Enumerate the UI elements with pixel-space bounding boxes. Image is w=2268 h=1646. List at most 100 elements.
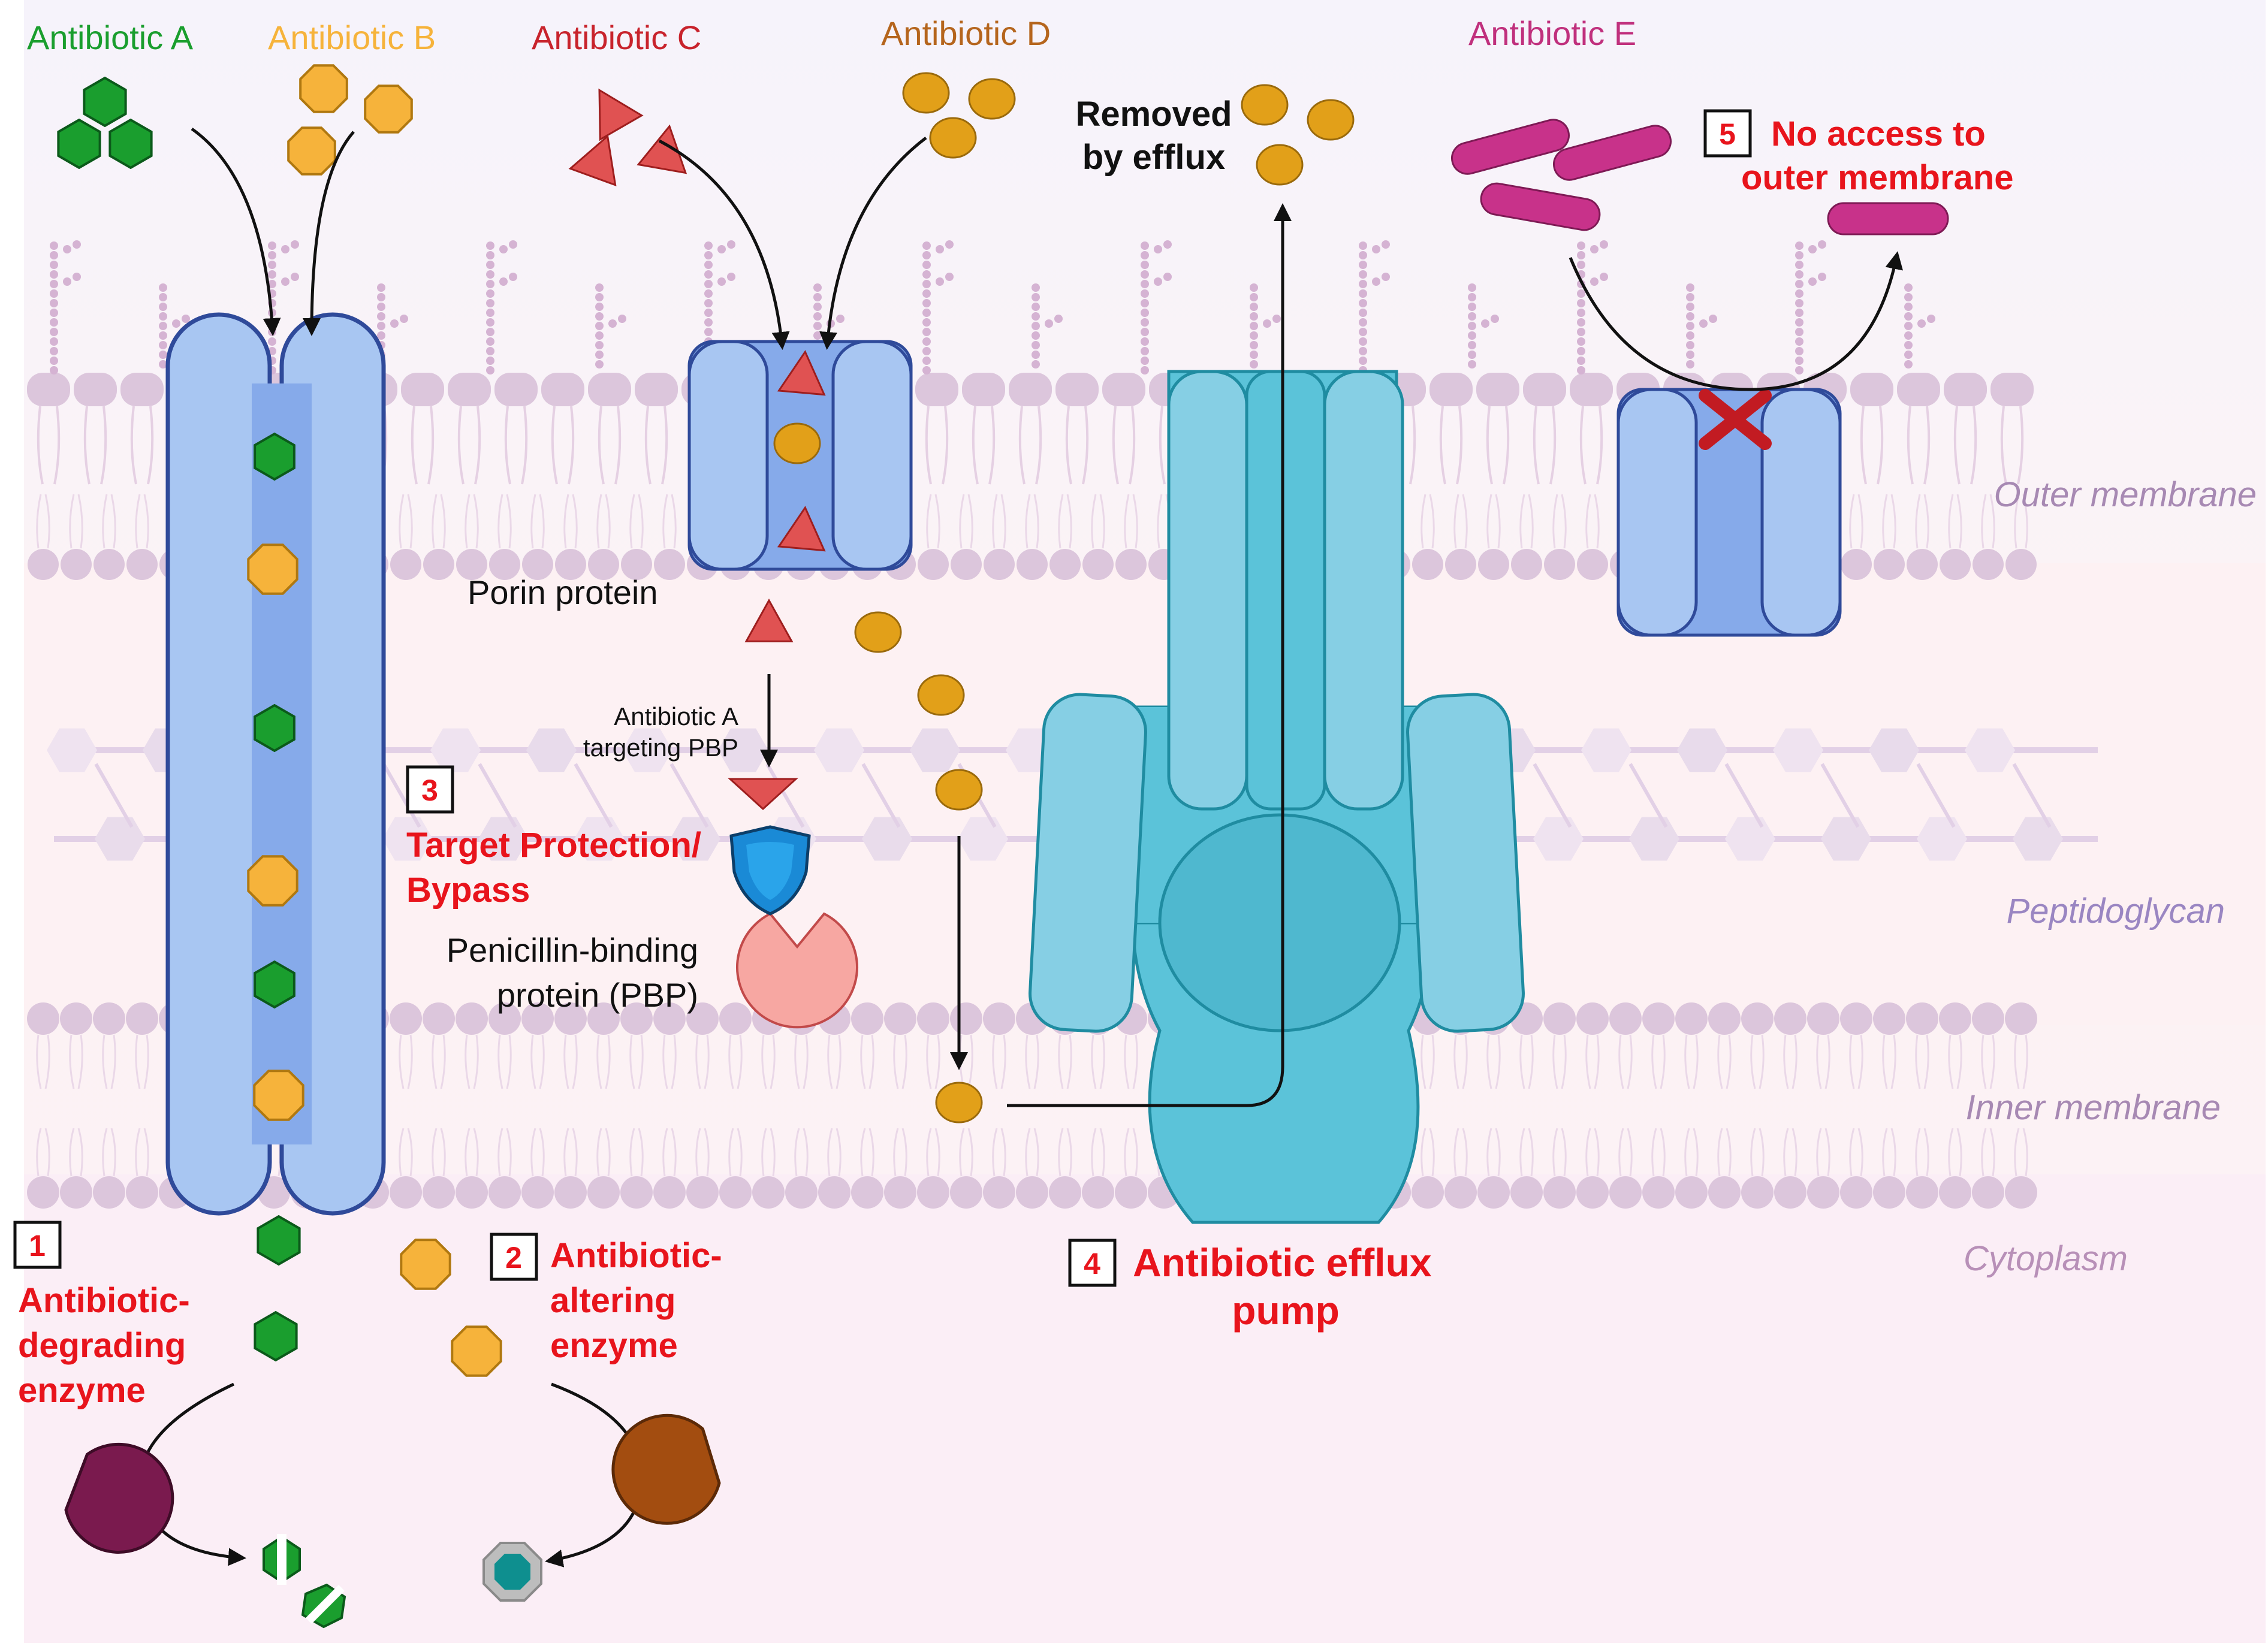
lps-bead: [1795, 347, 1803, 355]
lipid-tail: [1486, 1128, 1501, 1177]
lipid-tail: [36, 1128, 50, 1177]
peptide-crosslink: [94, 763, 134, 828]
lps-bead: [1141, 328, 1149, 336]
lps-bead: [159, 293, 167, 301]
mechanism-2-line3: enzyme: [550, 1326, 678, 1365]
pbp-label-line1: Penicillin-binding: [447, 931, 698, 969]
lipid-head: [1873, 1176, 1905, 1209]
lps-bead: [50, 241, 58, 250]
lipid-head: [2005, 1176, 2037, 1209]
antibiotic-e-molecule: [1480, 182, 1601, 231]
lps-bead: [1904, 283, 1913, 292]
lipid-head: [1049, 1176, 1081, 1209]
glycan-unit: [1581, 728, 1631, 772]
lps-bead: [1141, 309, 1149, 317]
antibiotic-b-label: Antibiotic B: [268, 19, 436, 56]
lipid-tail: [1420, 1128, 1435, 1177]
lps-bead: [1032, 303, 1040, 311]
lps-bead: [1359, 299, 1367, 307]
lps-bead: [1141, 270, 1149, 279]
lipid-head: [126, 549, 158, 580]
mechanism-3-line2: Bypass: [406, 871, 530, 910]
lps-bead: [1141, 366, 1149, 374]
lipid-tail: [992, 1128, 1006, 1177]
lps-bead: [182, 315, 190, 323]
lps-bead: [486, 299, 494, 307]
lipid-head: [588, 373, 631, 406]
lipid-tail: [1124, 1128, 1138, 1177]
lps-bead: [1904, 312, 1913, 321]
lps-bead: [1359, 337, 1367, 346]
lps-bead: [595, 360, 604, 369]
lps-bead: [595, 341, 604, 349]
lps-bead: [377, 293, 385, 301]
altering-enzyme-icon: [611, 1414, 721, 1525]
lipid-tail: [457, 406, 481, 485]
lps-bead: [1468, 293, 1476, 301]
lipid-tail: [794, 1034, 809, 1089]
lipid-head: [719, 1176, 752, 1209]
lps-bead: [1032, 322, 1040, 330]
lps-bead: [1600, 273, 1608, 281]
lipid-tail: [1915, 494, 1929, 549]
lps-bead: [486, 251, 494, 259]
lipid-tail: [1882, 1128, 1896, 1177]
lipid-head: [884, 1002, 916, 1035]
lps-bead: [486, 318, 494, 327]
antibiotic-b-molecule: [451, 1325, 502, 1377]
lipid-tail: [629, 1034, 644, 1089]
lps-bead: [922, 366, 931, 374]
outer-membrane-label: Outer membrane: [1994, 475, 2257, 514]
shield-icon: [729, 825, 811, 916]
lps-bead: [1927, 315, 1935, 323]
lipid-tail: [644, 406, 668, 485]
lps-bead: [595, 312, 604, 321]
lipid-tail: [1783, 1034, 1797, 1089]
glycan-unit: [958, 817, 1008, 861]
lipid-head: [1708, 1002, 1741, 1035]
lps-bead: [1795, 270, 1803, 279]
lipid-tail: [432, 1034, 446, 1089]
peptide-crosslink: [669, 763, 709, 828]
lps-bead: [1154, 245, 1162, 253]
lps-bead: [813, 303, 822, 311]
lipid-head: [126, 1176, 158, 1209]
glycan-unit: [1917, 817, 1967, 861]
lipid-head: [587, 1176, 620, 1209]
lipid-tail: [926, 494, 940, 549]
lipid-tail: [860, 1034, 874, 1089]
lps-bead: [1686, 360, 1694, 369]
lipid-tail: [1519, 494, 1534, 549]
lps-bead: [1686, 331, 1694, 340]
antibiotic-b-molecule: [287, 126, 336, 176]
lps-bead: [50, 270, 58, 279]
lipid-head: [719, 1002, 752, 1035]
glycan-unit: [1821, 817, 1871, 861]
lps-bead: [73, 273, 81, 281]
antibiotic-c-molecule: [777, 506, 826, 552]
lipid-tail: [1058, 494, 1072, 549]
lipid-tail: [1453, 1128, 1468, 1177]
lps-bead: [1795, 366, 1803, 374]
antibiotic-d-molecule: [935, 1082, 983, 1123]
lipid-head: [752, 1176, 785, 1209]
lipid-head: [93, 1176, 125, 1209]
lipid-tail: [1519, 1128, 1534, 1177]
mechanism-1-number: 1: [29, 1229, 46, 1263]
lipid-head: [1850, 373, 1893, 406]
lps-bead: [922, 261, 931, 269]
lipid-head: [1511, 549, 1542, 580]
lipid-head: [950, 1002, 982, 1035]
lipid-head: [1478, 549, 1509, 580]
glycan-unit: [718, 728, 768, 772]
lipid-head: [851, 1176, 883, 1209]
lps-bead: [922, 337, 931, 346]
antibiotic-a-molecule: [254, 1310, 298, 1362]
lps-bead: [704, 299, 713, 307]
lipid-head: [1675, 1176, 1708, 1209]
antibiotic-a-label: Antibiotic A: [27, 19, 194, 56]
lipid-tail: [695, 1128, 710, 1177]
lipid-tail: [563, 1034, 578, 1089]
antibiotic-b-molecule: [247, 855, 298, 907]
lipid-tail: [69, 494, 83, 549]
